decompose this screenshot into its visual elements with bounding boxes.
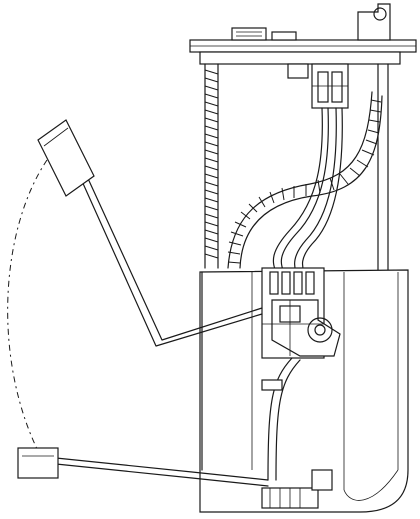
lower-fuel-line: [261, 357, 301, 481]
float-arm-upper: [67, 147, 263, 347]
guide-rod-left: [204, 63, 219, 269]
guide-rod-right: [377, 63, 389, 271]
electrical-connector: [311, 63, 349, 109]
fuel-reservoir: [199, 269, 409, 513]
float-arm-lower: [55, 457, 269, 487]
float-swing-arc: [7, 159, 48, 456]
wire-harness: [272, 107, 343, 273]
bottom-filter: [261, 469, 333, 509]
pump-regulator-assembly: [261, 267, 341, 359]
corrugated-fuel-hose: [227, 91, 383, 269]
float-upper: [37, 119, 95, 197]
mounting-flange: [189, 3, 417, 79]
float-lower: [17, 447, 59, 479]
